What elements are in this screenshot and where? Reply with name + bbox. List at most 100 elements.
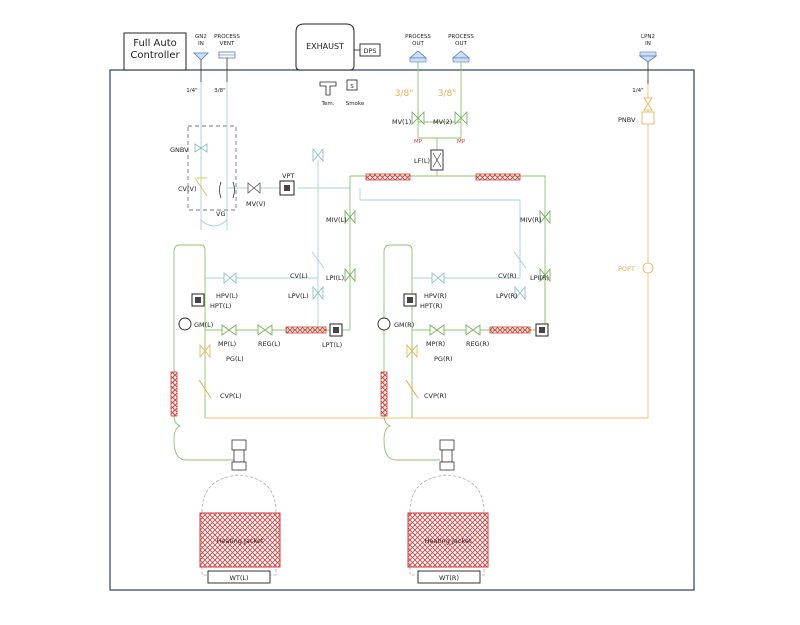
svg-text:MIV(R): MIV(R) (520, 216, 542, 224)
regl-regulator: REG(L) (257, 324, 280, 348)
hpvr-valve: HPV(R) (424, 272, 447, 300)
cylinder-right: Heating Jacket WT(R) (407, 439, 489, 584)
svg-text:HPV(R): HPV(R) (424, 292, 447, 300)
controller-line2: Controller (130, 50, 180, 61)
heater-mid-right (489, 326, 531, 334)
svg-text:CVP(R): CVP(R) (424, 392, 447, 400)
svg-text:GN2: GN2 (195, 34, 207, 40)
svg-text:REG(R): REG(R) (466, 340, 489, 348)
svg-text:LPV(R): LPV(R) (496, 292, 518, 300)
port-gn2-in: GN2 IN 1/4" (186, 34, 209, 94)
controller-line1: Full Auto (133, 38, 177, 49)
mv1-valve: MV(1) (392, 111, 425, 126)
svg-text:VG: VG (216, 210, 225, 218)
svg-text:PROCESS: PROCESS (405, 34, 431, 40)
mvv-valve: MV(V) (246, 182, 266, 208)
hptl-sensor: HPT(L) (191, 293, 231, 310)
svg-text:POPT: POPT (618, 265, 635, 273)
gmr-meter: GM(R) (377, 317, 414, 331)
svg-text:MV(1): MV(1) (392, 118, 411, 126)
svg-text:PG(R): PG(R) (434, 355, 453, 363)
heater-mid-left (285, 326, 327, 334)
svg-text:PROCESS: PROCESS (214, 34, 240, 40)
svg-text:LPI(L): LPI(L) (326, 274, 344, 282)
cvpl-check-valve: CVP(L) (198, 379, 242, 400)
popt-gauge: POPT (618, 262, 654, 274)
svg-text:1/4": 1/4" (632, 88, 643, 94)
lptl-sensor: LPT(L) (322, 323, 343, 349)
cabinet-frame (109, 69, 695, 591)
regr-regulator: REG(R) (465, 324, 489, 348)
svg-text:GM(L): GM(L) (194, 321, 213, 329)
pgl-gauge: PG(L) (199, 343, 244, 363)
svg-text:HPT(R): HPT(R) (420, 302, 442, 310)
svg-text:LPN2: LPN2 (641, 34, 655, 40)
heater-top-right (475, 173, 521, 181)
mivl-valve: MIV(L) (326, 209, 356, 225)
vpt-sensor: VPT (279, 172, 295, 196)
svg-text:MP(L): MP(L) (218, 340, 236, 348)
svg-text:PG(L): PG(L) (226, 355, 244, 363)
svg-text:VENT: VENT (220, 41, 235, 47)
svg-text:LPV(L): LPV(L) (288, 292, 309, 300)
heater-top-left (365, 173, 411, 181)
cvr-check-valve: CV(R) (498, 251, 527, 280)
lpvr-valve: LPV(R) (496, 285, 526, 301)
controller-box: Full Auto Controller (123, 32, 187, 71)
mpr-valve: MP(R) (426, 324, 445, 348)
mpl-valve: MP(L) (218, 324, 237, 348)
heater-side-right (380, 371, 388, 417)
svg-text:GNBV: GNBV (170, 146, 189, 154)
svg-text:REG(L): REG(L) (258, 340, 280, 348)
heater-side-left (170, 371, 178, 417)
svg-text:3/8": 3/8" (214, 88, 225, 94)
port-process-out-2: PROCESS OUT 3/8" (438, 34, 474, 108)
lpn2-line (205, 84, 649, 419)
gml-meter: GM(L) (178, 317, 213, 331)
svg-text:MP(R): MP(R) (426, 340, 445, 348)
jacket-right-label: Heating Jacket (424, 537, 472, 545)
svg-text:VPT: VPT (282, 172, 294, 180)
port-process-vent: PROCESS VENT 3/8" (214, 34, 240, 94)
vg-gauge: VG (216, 181, 235, 218)
svg-text:IN: IN (198, 41, 204, 47)
wt-right-label: WT(R) (439, 574, 459, 582)
svg-text:Tem.: Tem. (321, 101, 335, 107)
lplr-valve: LPI(R) (530, 267, 551, 283)
svg-text:3/8": 3/8" (438, 89, 457, 99)
svg-text:OUT: OUT (412, 41, 424, 47)
svg-text:CV(L): CV(L) (290, 272, 308, 280)
svg-text:MV(V): MV(V) (246, 200, 266, 208)
svg-text:DPS: DPS (363, 47, 376, 55)
svg-text:Smoke: Smoke (346, 101, 365, 107)
wt-left-label: WT(L) (229, 574, 248, 582)
pgr-gauge: PG(R) (406, 343, 453, 363)
lptr-sensor (535, 323, 549, 337)
svg-text:CV(R): CV(R) (498, 272, 517, 280)
svg-text:EXHAUST: EXHAUST (306, 42, 344, 51)
port-process-out-1: PROCESS OUT 3/8" (395, 34, 431, 108)
svg-text:LPI(R): LPI(R) (530, 274, 549, 282)
mp2-label: MP (457, 139, 466, 145)
svg-text:MV(2): MV(2) (433, 118, 452, 126)
port-lpn2-in: LPN2 IN 1/4" (632, 34, 658, 94)
vent-top-valve (312, 147, 324, 163)
svg-text:GM(R): GM(R) (394, 321, 414, 329)
svg-text:MIV(L): MIV(L) (326, 216, 347, 224)
svg-text:CVP(L): CVP(L) (220, 392, 242, 400)
jacket-left-label: Heating Jacket (216, 537, 264, 545)
svg-text:HPT(L): HPT(L) (210, 302, 231, 310)
mivr-valve: MIV(R) (520, 209, 551, 225)
svg-text:CV(V): CV(V) (178, 185, 197, 193)
mp1-label: MP (414, 139, 423, 145)
mv2-valve: MV(2) (433, 111, 468, 126)
svg-text:3/8": 3/8" (395, 89, 414, 99)
svg-text:1/4": 1/4" (186, 88, 197, 94)
svg-text:OUT: OUT (455, 41, 467, 47)
lpll-valve: LPI(L) (326, 267, 356, 283)
lfl-filter: LF(L) (414, 149, 444, 171)
hptr-sensor: HPT(R) (403, 293, 442, 310)
cvpr-check-valve: CVP(R) (405, 379, 447, 400)
cvv-check-valve: CV(V) (178, 177, 208, 197)
